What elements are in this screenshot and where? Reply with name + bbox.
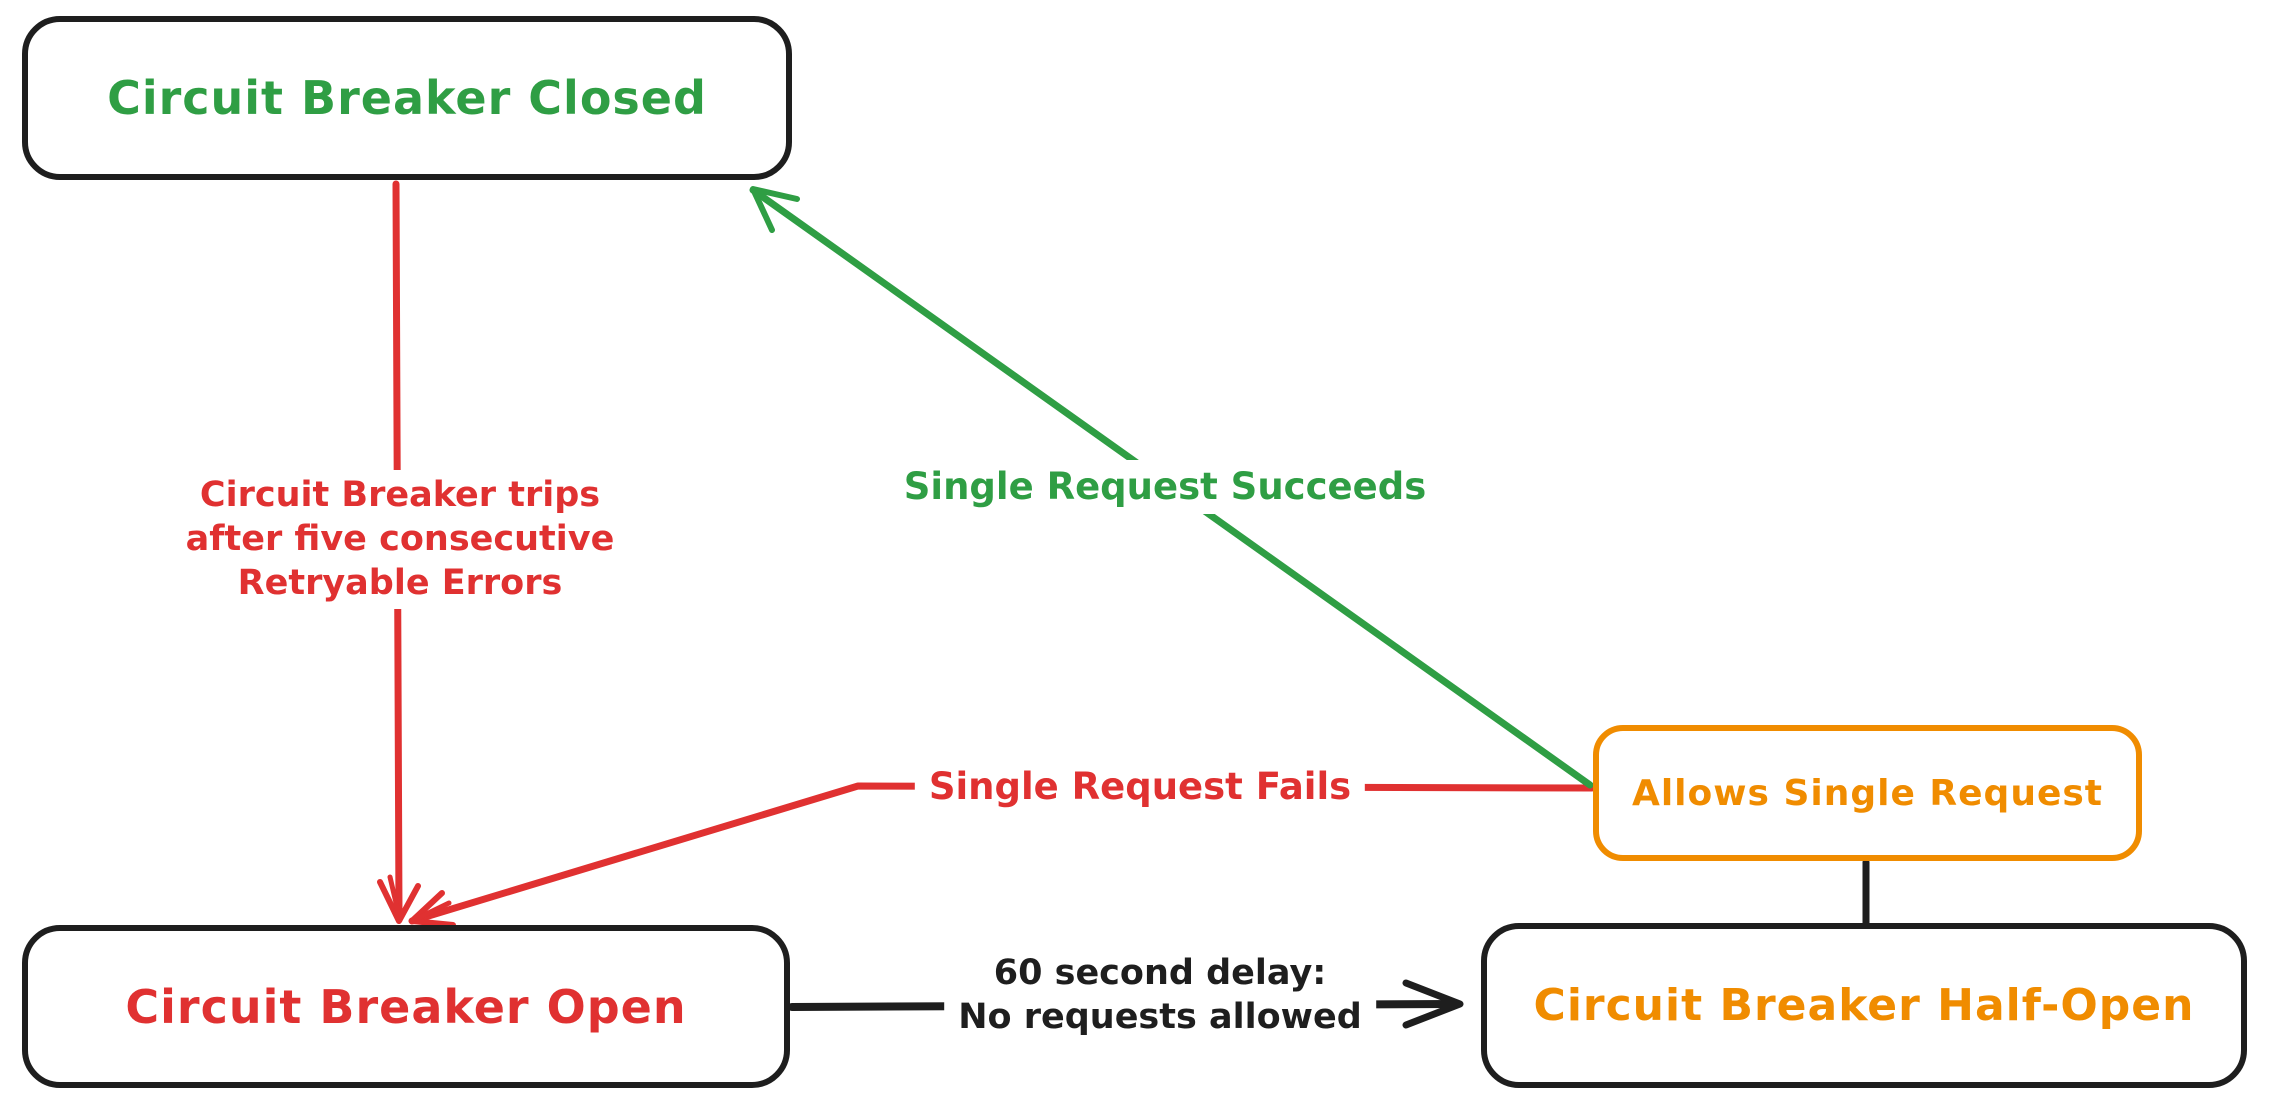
- edge-label-trip-line-3: Retryable Errors: [237, 562, 563, 603]
- edge-label-fails: Single Request Fails: [914, 760, 1366, 815]
- node-label-closed: Circuit Breaker Closed: [107, 71, 707, 125]
- edge-label-trip-line-1: Circuit Breaker trips: [199, 475, 601, 515]
- edge-label-delay: 60 second delay: No requests allowed: [944, 948, 1376, 1044]
- node-label-allows-single-request: Allows Single Request: [1631, 772, 2104, 814]
- edge-label-delay-line-2: No requests allowed: [958, 996, 1362, 1037]
- edge-label-delay-line-1: 60 second delay:: [993, 953, 1327, 993]
- edge-label-succeeds: Single Request Succeeds: [889, 460, 1441, 515]
- edge-label-trip: Circuit Breaker trips after five consecu…: [171, 470, 629, 610]
- node-label-open: Circuit Breaker Open: [125, 979, 687, 1034]
- node-label-half-open: Circuit Breaker Half-Open: [1533, 980, 2195, 1031]
- node-circuit-breaker-half-open: Circuit Breaker Half-Open: [1481, 923, 2247, 1088]
- node-allows-single-request: Allows Single Request: [1593, 725, 2142, 861]
- node-circuit-breaker-closed: Circuit Breaker Closed: [22, 16, 792, 180]
- edge-label-trip-line-2: after five consecutive: [185, 518, 615, 559]
- node-circuit-breaker-open: Circuit Breaker Open: [22, 925, 790, 1088]
